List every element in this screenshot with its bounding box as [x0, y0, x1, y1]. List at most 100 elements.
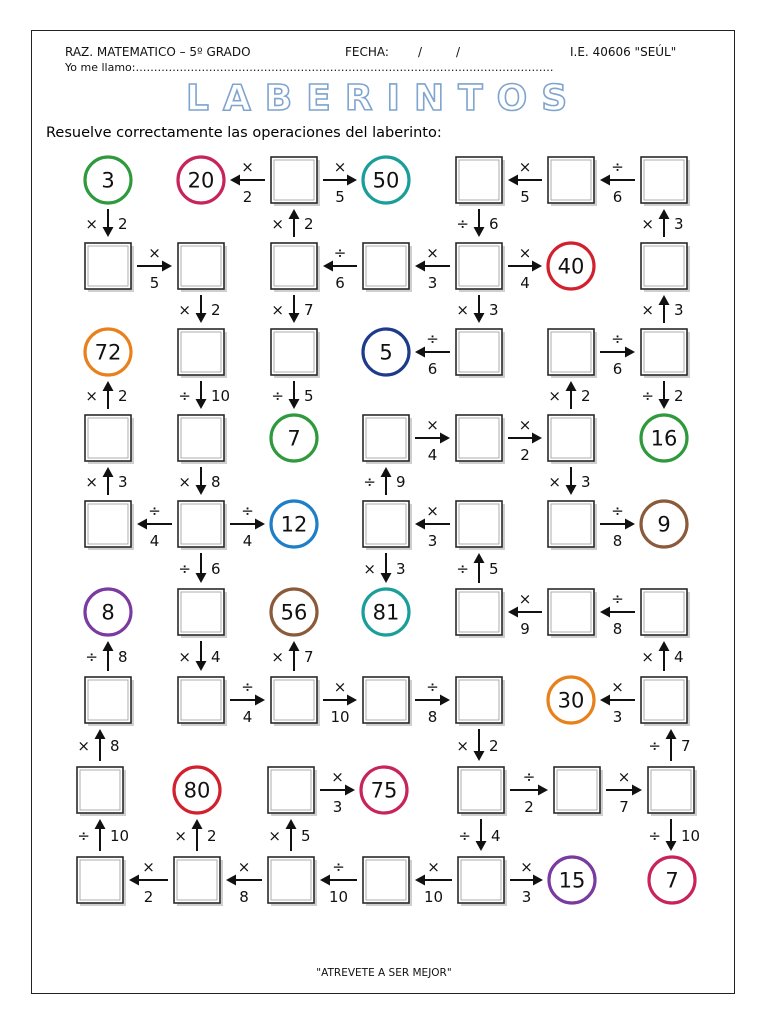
answer-box[interactable]	[547, 156, 597, 206]
answer-box[interactable]	[455, 500, 505, 550]
operator-symbol: ÷	[148, 502, 161, 520]
answer-box[interactable]	[177, 328, 227, 378]
operation-arrow: ÷4	[458, 819, 501, 851]
operand-number: 6	[211, 560, 221, 578]
answer-box[interactable]	[455, 414, 505, 464]
operator-symbol: ÷	[611, 158, 624, 176]
operation-arrow: ÷6	[600, 330, 635, 378]
answer-box[interactable]	[84, 500, 134, 550]
answer-box[interactable]	[640, 588, 690, 638]
operation-arrow: ÷8	[600, 502, 635, 550]
operation-arrow: ×8	[226, 858, 262, 906]
operator-symbol: ×	[334, 678, 347, 696]
school-label: I.E. 40606 "SEÚL"	[570, 45, 677, 59]
operand-number: 7	[304, 301, 314, 319]
answer-box[interactable]	[362, 242, 412, 292]
answer-box[interactable]	[547, 588, 597, 638]
answer-box[interactable]	[455, 328, 505, 378]
operation-arrow: ÷6	[456, 209, 499, 237]
operand-number: 3	[581, 473, 591, 491]
answer-box[interactable]	[177, 676, 227, 726]
answer-box[interactable]	[640, 242, 690, 292]
answer-box[interactable]	[640, 676, 690, 726]
operator-symbol: ×	[611, 678, 624, 696]
answer-box[interactable]	[547, 500, 597, 550]
number-circle: 15	[547, 855, 597, 905]
operation-arrow: ÷4	[230, 678, 265, 726]
answer-box[interactable]	[553, 766, 603, 816]
answer-box[interactable]	[457, 766, 507, 816]
operator-symbol: ×	[331, 768, 344, 786]
operator-symbol: ×	[85, 387, 98, 405]
answer-box[interactable]	[270, 676, 320, 726]
operation-arrow: ×2	[174, 819, 217, 851]
answer-box[interactable]	[76, 766, 126, 816]
operation-arrow: ×2	[85, 381, 128, 409]
answer-box[interactable]	[647, 766, 697, 816]
answer-box[interactable]	[455, 588, 505, 638]
answer-box[interactable]	[270, 156, 320, 206]
operation-arrow: ÷4	[137, 502, 172, 550]
operand-number: 3	[118, 473, 128, 491]
operand-number: 10	[110, 827, 129, 845]
operand-number: 7	[681, 737, 691, 755]
operand-number: 4	[491, 827, 501, 845]
operand-number: 2	[207, 827, 217, 845]
answer-box[interactable]	[267, 766, 317, 816]
operator-symbol: ×	[271, 648, 284, 666]
operation-arrow: ×3	[510, 858, 543, 906]
instructions: Resuelve correctamente las operaciones d…	[46, 125, 442, 141]
answer-box[interactable]	[455, 242, 505, 292]
operation-arrow: ×7	[606, 768, 642, 816]
circle-number: 16	[651, 427, 678, 451]
operator-symbol: ÷	[611, 502, 624, 520]
operation-arrow: ×2	[271, 209, 314, 237]
operand-number: 9	[396, 473, 406, 491]
answer-box[interactable]	[547, 328, 597, 378]
operator-symbol: ÷	[648, 827, 661, 845]
operator-symbol: ÷	[363, 473, 376, 491]
operand-number: 6	[613, 188, 623, 206]
operator-symbol: ÷	[241, 678, 254, 696]
answer-box[interactable]	[455, 676, 505, 726]
answer-box[interactable]	[455, 156, 505, 206]
answer-box[interactable]	[362, 856, 412, 906]
answer-box[interactable]	[362, 414, 412, 464]
answer-box[interactable]	[362, 676, 412, 726]
number-circle: 20	[176, 155, 226, 205]
answer-box[interactable]	[267, 856, 317, 906]
answer-box[interactable]	[457, 856, 507, 906]
answer-box[interactable]	[547, 414, 597, 464]
operand-number: 8	[110, 737, 120, 755]
answer-box[interactable]	[270, 242, 320, 292]
operand-number: 10	[211, 387, 230, 405]
answer-box[interactable]	[84, 414, 134, 464]
circle-number: 20	[188, 169, 215, 193]
answer-box[interactable]	[362, 500, 412, 550]
operand-number: 3	[674, 215, 684, 233]
answer-box[interactable]	[177, 588, 227, 638]
operation-arrow: ÷10	[77, 819, 129, 851]
number-circle: 12	[269, 499, 319, 549]
operand-number: 7	[304, 648, 314, 666]
circle-number: 3	[101, 169, 114, 193]
number-circle: 30	[546, 675, 596, 725]
answer-box[interactable]	[76, 856, 126, 906]
operation-arrow: ÷7	[648, 729, 691, 761]
answer-box[interactable]	[177, 242, 227, 292]
answer-box[interactable]	[177, 414, 227, 464]
answer-box[interactable]	[270, 328, 320, 378]
operator-symbol: ÷	[271, 387, 284, 405]
number-circle: 16	[639, 413, 689, 463]
operator-symbol: ÷	[456, 215, 469, 233]
operator-symbol: ×	[271, 301, 284, 319]
operation-arrow: ×8	[77, 729, 120, 761]
answer-box[interactable]	[177, 500, 227, 550]
name-prompt: Yo me llamo:	[65, 61, 136, 74]
answer-box[interactable]	[84, 242, 134, 292]
answer-box[interactable]	[173, 856, 223, 906]
answer-box[interactable]	[640, 328, 690, 378]
answer-box[interactable]	[84, 676, 134, 726]
circle-number: 8	[101, 601, 114, 625]
answer-box[interactable]	[640, 156, 690, 206]
